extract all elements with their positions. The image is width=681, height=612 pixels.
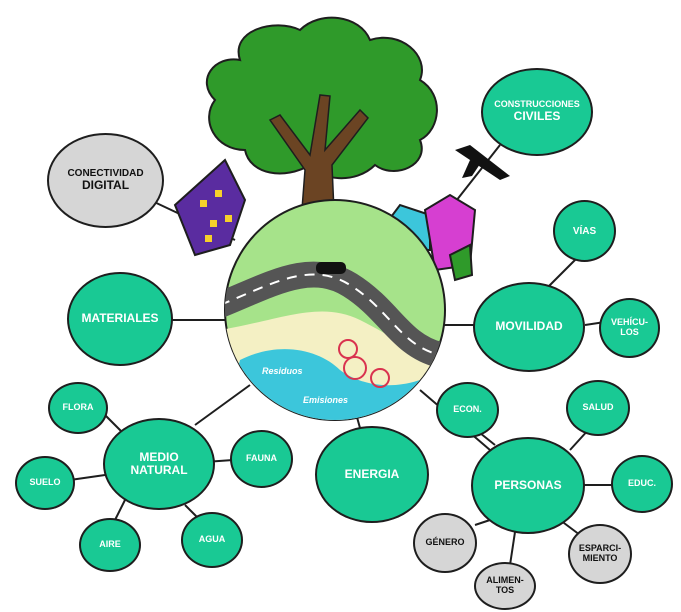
- tree-illustration: [205, 16, 438, 236]
- node-conectividad-digital[interactable]: CONECTIVIDAD DIGITAL: [47, 133, 164, 228]
- line-genero: [474, 519, 491, 526]
- node-suelo-label: SUELO: [29, 477, 61, 488]
- node-personas-label: PERSONAS: [494, 477, 562, 492]
- node-econ-label: ECON.: [453, 404, 482, 415]
- node-genero-label: GÉNERO: [425, 537, 465, 548]
- line-vias: [544, 254, 581, 291]
- node-alimentos[interactable]: ALIMEN- TOS: [474, 562, 536, 610]
- node-vehiculos-line1: VEHÍCU-: [610, 317, 648, 328]
- node-flora-label: FLORA: [62, 402, 94, 413]
- node-alimentos-line1: ALIMEN-: [486, 575, 524, 586]
- residuos-label: Residuos: [262, 366, 303, 376]
- node-medio-line1: MEDIO: [139, 449, 179, 464]
- node-materiales-label: MATERIALES: [81, 311, 159, 326]
- line-aire: [114, 499, 126, 521]
- node-materiales[interactable]: MATERIALES: [67, 272, 173, 366]
- node-esparcimiento-line2: MIENTO: [582, 553, 618, 563]
- node-personas[interactable]: PERSONAS: [471, 437, 585, 534]
- node-agua-label: AGUA: [198, 534, 226, 545]
- node-econ[interactable]: ECON.: [436, 382, 499, 438]
- node-movilidad-label: MOVILIDAD: [495, 319, 563, 334]
- node-construcciones-line2: CIVILES: [513, 109, 561, 124]
- node-educ[interactable]: EDUC.: [611, 455, 673, 513]
- node-salud-label: SALUD: [582, 402, 614, 413]
- node-vias-label: VÍAS: [572, 225, 597, 237]
- node-construcciones-line1: CONSTRUCCIONES: [494, 99, 580, 110]
- node-medio-natural[interactable]: MEDIO NATURAL: [103, 418, 215, 510]
- node-energia-label: ENERGIA: [344, 466, 400, 481]
- node-fauna[interactable]: FAUNA: [230, 430, 293, 488]
- node-alimentos-line2: TOS: [495, 585, 515, 595]
- node-construcciones-civiles[interactable]: CONSTRUCCIONES CIVILES: [481, 68, 593, 156]
- node-suelo[interactable]: SUELO: [15, 456, 75, 510]
- emisiones-label: Emisiones: [303, 395, 349, 405]
- node-esparcimiento-line1: ESPARCI-: [578, 543, 622, 554]
- node-educ-label: EDUC.: [627, 478, 656, 489]
- node-salud[interactable]: SALUD: [566, 380, 630, 436]
- node-esparcimiento[interactable]: ESPARCI- MIENTO: [568, 524, 632, 584]
- node-movilidad[interactable]: MOVILIDAD: [473, 282, 585, 372]
- node-genero[interactable]: GÉNERO: [413, 513, 477, 573]
- tree-trunk: [268, 94, 369, 236]
- car-icon: [316, 262, 346, 274]
- buildings-left-illustration: [173, 158, 247, 257]
- node-conectividad-line2: DIGITAL: [81, 178, 130, 193]
- node-energia[interactable]: ENERGIA: [315, 426, 429, 523]
- node-flora[interactable]: FLORA: [48, 382, 108, 434]
- line-medio: [194, 384, 251, 426]
- airplane-icon: [455, 145, 510, 180]
- node-agua[interactable]: AGUA: [181, 512, 243, 568]
- node-medio-line2: NATURAL: [130, 463, 188, 477]
- node-conectividad-line1: CONECTIVIDAD: [67, 168, 144, 180]
- node-vehiculos-line2: LOS: [620, 327, 639, 337]
- node-vehiculos[interactable]: VEHÍCU- LOS: [599, 298, 660, 358]
- node-aire[interactable]: AIRE: [79, 518, 141, 572]
- line-suelo: [69, 474, 106, 481]
- node-aire-label: AIRE: [99, 539, 121, 550]
- node-fauna-label: FAUNA: [246, 453, 277, 464]
- line-alimentos: [509, 531, 516, 566]
- node-vias[interactable]: VÍAS: [553, 200, 616, 262]
